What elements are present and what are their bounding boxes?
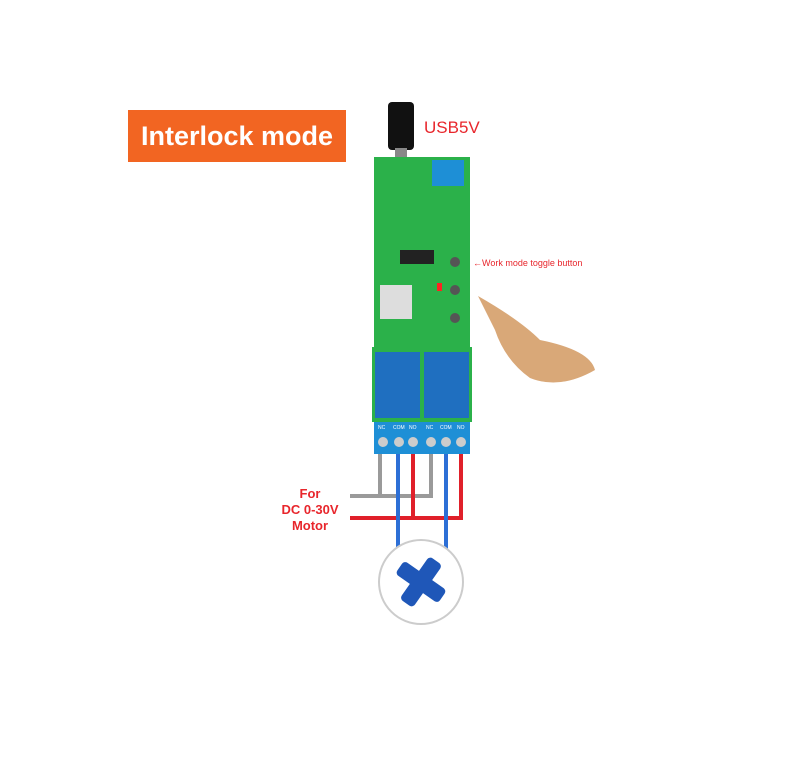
hand-icon (478, 296, 595, 383)
terminal-label: COM (393, 425, 405, 431)
relay-2 (424, 352, 469, 418)
led (437, 283, 442, 291)
toggle-button-label: ←Work mode toggle button (473, 258, 583, 268)
terminal-label: COM (440, 425, 452, 431)
motor-cross (396, 557, 446, 607)
output-terminals (374, 422, 470, 454)
wifi-module (380, 285, 412, 319)
relay-1 (375, 352, 420, 418)
usb-label: USB5V (424, 118, 480, 137)
terminal-label: NO (457, 425, 465, 431)
terminal-label: NC (426, 425, 434, 431)
terminal-label: NC (378, 425, 386, 431)
chip (400, 250, 434, 264)
motor-label: For DC 0-30V Motor (262, 486, 358, 534)
toggle-button (450, 257, 460, 267)
button (450, 285, 460, 295)
motor-label-line: DC 0-30V (281, 502, 339, 517)
terminal-screws (378, 437, 466, 447)
motor-label-line: Motor (291, 518, 329, 533)
wires (350, 454, 463, 560)
power-terminal (432, 160, 464, 186)
usb-cable (388, 102, 414, 150)
terminal-label: NO (409, 425, 417, 431)
mode-title: Interlock mode (128, 110, 346, 162)
button (450, 313, 460, 323)
motor-label-line: For (299, 486, 321, 501)
